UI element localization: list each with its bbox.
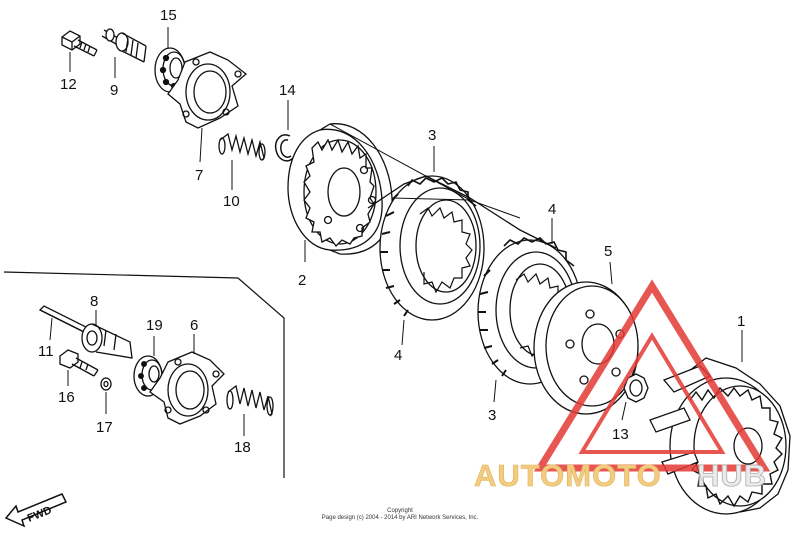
washer-17 [100, 377, 112, 391]
lock-washer-13 [623, 373, 649, 403]
watermark-text-secondary: HUB [697, 458, 767, 493]
label-part-17: 17 [96, 419, 113, 436]
label-part-14: 14 [279, 82, 296, 99]
pressure-plate-5 [533, 281, 639, 415]
label-part-2: 2 [298, 272, 306, 289]
label-part-11: 11 [38, 343, 54, 360]
label-part-3-upper: 3 [428, 127, 436, 144]
label-part-1: 1 [737, 313, 745, 330]
stud-9 [101, 28, 147, 63]
label-part-13: 13 [612, 426, 629, 443]
bolt-16 [59, 349, 99, 377]
label-part-15: 15 [160, 7, 177, 24]
label-part-4-upper: 4 [548, 201, 556, 218]
label-part-3-lower: 3 [488, 407, 496, 424]
clutch-center-2 [287, 123, 393, 255]
lifter-plate-7 [167, 51, 248, 129]
spring-10 [218, 132, 266, 161]
label-part-12: 12 [60, 76, 77, 93]
copyright-line-2: Page design (c) 2004 - 2014 by ARI Netwo… [322, 515, 479, 521]
lifter-piece-8 [81, 323, 133, 359]
watermark-logo-icon [533, 279, 771, 472]
label-part-8: 8 [90, 293, 98, 310]
label-part-19: 19 [146, 317, 163, 334]
circlip-14 [274, 134, 294, 162]
inset-border [3, 271, 285, 478]
copyright-line-1: Copyright [387, 508, 413, 514]
label-part-9: 9 [110, 82, 118, 99]
label-part-5: 5 [604, 243, 612, 260]
label-part-7: 7 [195, 167, 203, 184]
spring-18 [226, 384, 274, 417]
bolt-12 [61, 30, 98, 57]
label-part-16: 16 [58, 389, 75, 406]
label-part-6: 6 [190, 317, 198, 334]
fwd-arrow-icon: FWD [4, 493, 68, 528]
label-part-10: 10 [223, 193, 240, 210]
label-part-4-lower: 4 [394, 347, 402, 364]
lifter-plate-6 [149, 351, 225, 425]
watermark: AUTOMOTO HUB [474, 279, 771, 493]
part-number-labels: 15 12 9 14 7 10 3 4 2 5 1 4 3 13 8 19 6 … [38, 7, 745, 456]
assembly-guide-lines [329, 123, 521, 219]
label-part-18: 18 [234, 439, 251, 456]
copyright-notice: Copyright Page design (c) 2004 - 2014 by… [322, 508, 479, 521]
plate-stack-upper [367, 175, 485, 321]
watermark-text-primary: AUTOMOTO [474, 458, 662, 493]
